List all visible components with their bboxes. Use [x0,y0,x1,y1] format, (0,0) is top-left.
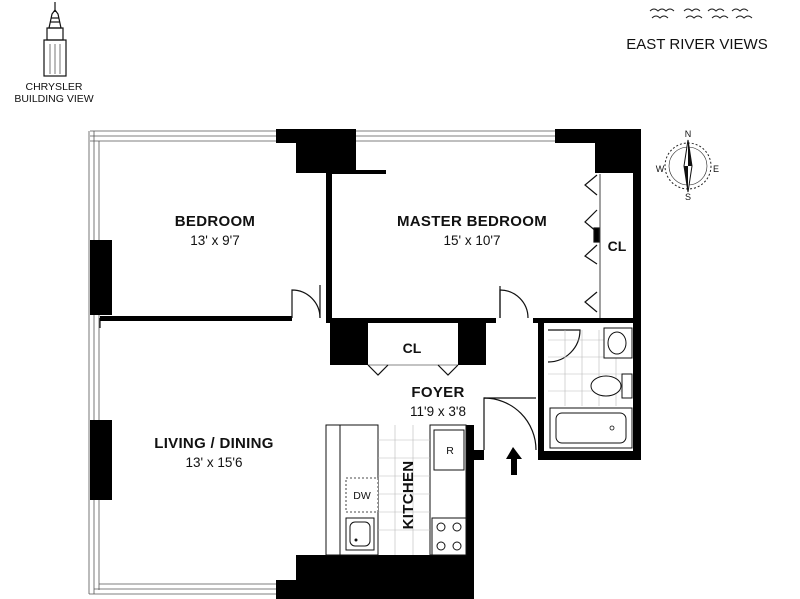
bathtub-icon [549,407,633,449]
kitchen-sink-icon [345,517,375,551]
compass-west: W [656,164,665,174]
foyer-name: FOYER [411,384,464,401]
stove-icon [431,517,467,556]
entry-arrow-icon [506,447,522,475]
dishwasher-icon [345,477,379,513]
master-closet-doors [584,174,601,318]
river-views-label: EAST RIVER VIEWS [626,36,767,53]
compass-icon [664,139,712,193]
foyer-dims: 11'9 x 3'8 [410,404,466,419]
living-dining-dims: 13' x 15'6 [186,455,243,470]
bedroom-dims: 13' x 9'7 [190,233,239,248]
kitchen-name: KITCHEN [400,461,417,530]
walls [90,129,641,599]
chrysler-building-icon [43,2,67,77]
dishwasher-label: DW [353,490,371,502]
master-bedroom-name: MASTER BEDROOM [397,213,547,230]
living-dining-name: LIVING / DINING [154,435,274,452]
landmark-label-line2: BUILDING VIEW [14,93,93,105]
compass-south: S [685,192,691,202]
water-waves-icon [649,8,753,19]
toilet-icon [590,373,633,399]
refrigerator-icon [433,429,465,471]
exterior-windows [88,130,555,595]
bedroom-name: BEDROOM [175,213,255,230]
landmark-label-line1: CHRYSLER [26,81,83,93]
foyer-closet-doors [367,364,459,376]
refrigerator-label: R [446,445,454,457]
foyer-closet-label: CL [403,340,422,356]
master-closet-label: CL [608,238,627,254]
compass-north: N [685,129,692,139]
master-bedroom-dims: 15' x 10'7 [444,233,501,248]
sink-icon [603,327,633,359]
doors [291,285,581,451]
compass-east: E [713,164,719,174]
